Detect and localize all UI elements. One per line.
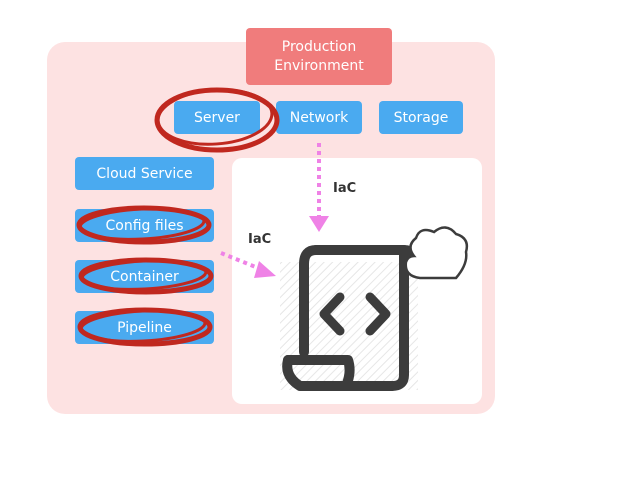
iac-label-vertical: IaC (333, 181, 357, 196)
storage-box: Storage (379, 101, 463, 134)
iac-area (232, 158, 482, 404)
server-box: Server (174, 101, 260, 134)
cloud-service-box: Cloud Service (75, 157, 214, 190)
config-files-box: Config files (75, 209, 214, 242)
iac-label-diagonal: IaC (248, 232, 272, 247)
production-environment-title: Production Environment (246, 28, 392, 85)
container-box: Container (75, 260, 214, 293)
pipeline-box: Pipeline (75, 311, 214, 344)
network-box: Network (276, 101, 362, 134)
